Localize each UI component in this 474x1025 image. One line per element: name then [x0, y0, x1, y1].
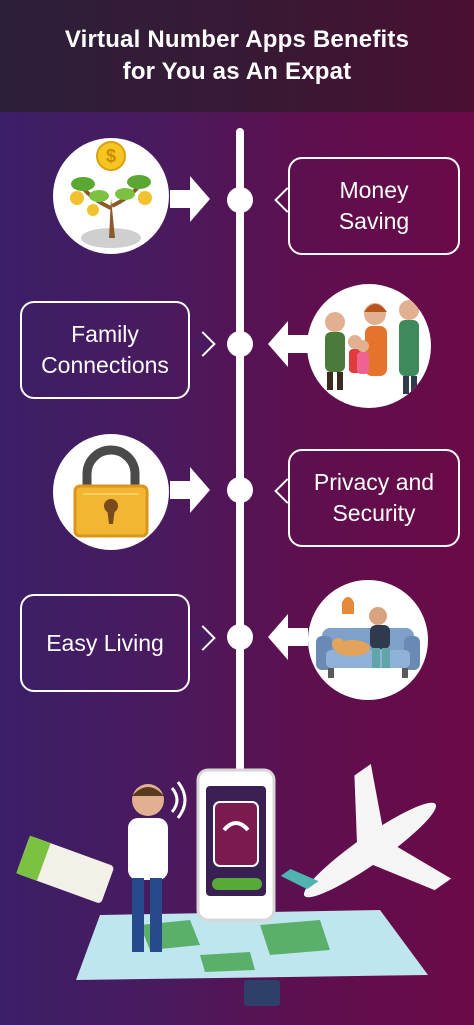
money-tree-icon: $: [53, 138, 169, 254]
timeline-dot-3: [227, 477, 253, 503]
smartphone-icon: [196, 768, 276, 922]
couch-relax-icon: [308, 580, 428, 700]
travel-illustration: [16, 763, 452, 1006]
benefit-label: Saving: [338, 208, 410, 234]
timeline-dot-1: [227, 187, 253, 213]
benefit-label: Family: [71, 321, 139, 347]
header-banner: Virtual Number Apps Benefits for You as …: [0, 0, 474, 112]
benefit-label: Money: [339, 177, 409, 203]
benefit-box-family-connections: Family Connections: [20, 301, 190, 399]
man-on-phone-icon: [128, 781, 187, 952]
benefit-label: Security: [332, 500, 416, 526]
ticket-icon: [16, 835, 114, 903]
benefit-label: Privacy and: [313, 469, 435, 495]
family-icon: [307, 284, 431, 408]
page-title-line2: for You as An Expat: [122, 58, 352, 85]
padlock-icon: [53, 434, 169, 550]
benefit-box-easy-living: Easy Living: [20, 594, 190, 692]
benefit-box-money-saving: Money Saving: [288, 157, 460, 255]
arrow-left-icon: [268, 321, 308, 367]
benefit-box-privacy-security: Privacy and Security: [288, 449, 460, 547]
timeline-dot-4: [227, 624, 253, 650]
benefit-label: Easy Living: [46, 629, 164, 656]
passport-icon: [244, 980, 280, 1006]
benefit-label: Connections: [41, 352, 169, 378]
svg-text:$: $: [106, 146, 116, 166]
timeline-dot-2: [227, 331, 253, 357]
airplane-icon: [280, 763, 452, 898]
page-title-line1: Virtual Number Apps Benefits: [64, 26, 410, 53]
world-map-icon: [76, 910, 428, 980]
timeline-line: [236, 128, 244, 778]
arrow-left-icon: [268, 614, 308, 660]
arrow-right-icon: [170, 467, 210, 513]
arrow-right-icon: [170, 176, 210, 222]
